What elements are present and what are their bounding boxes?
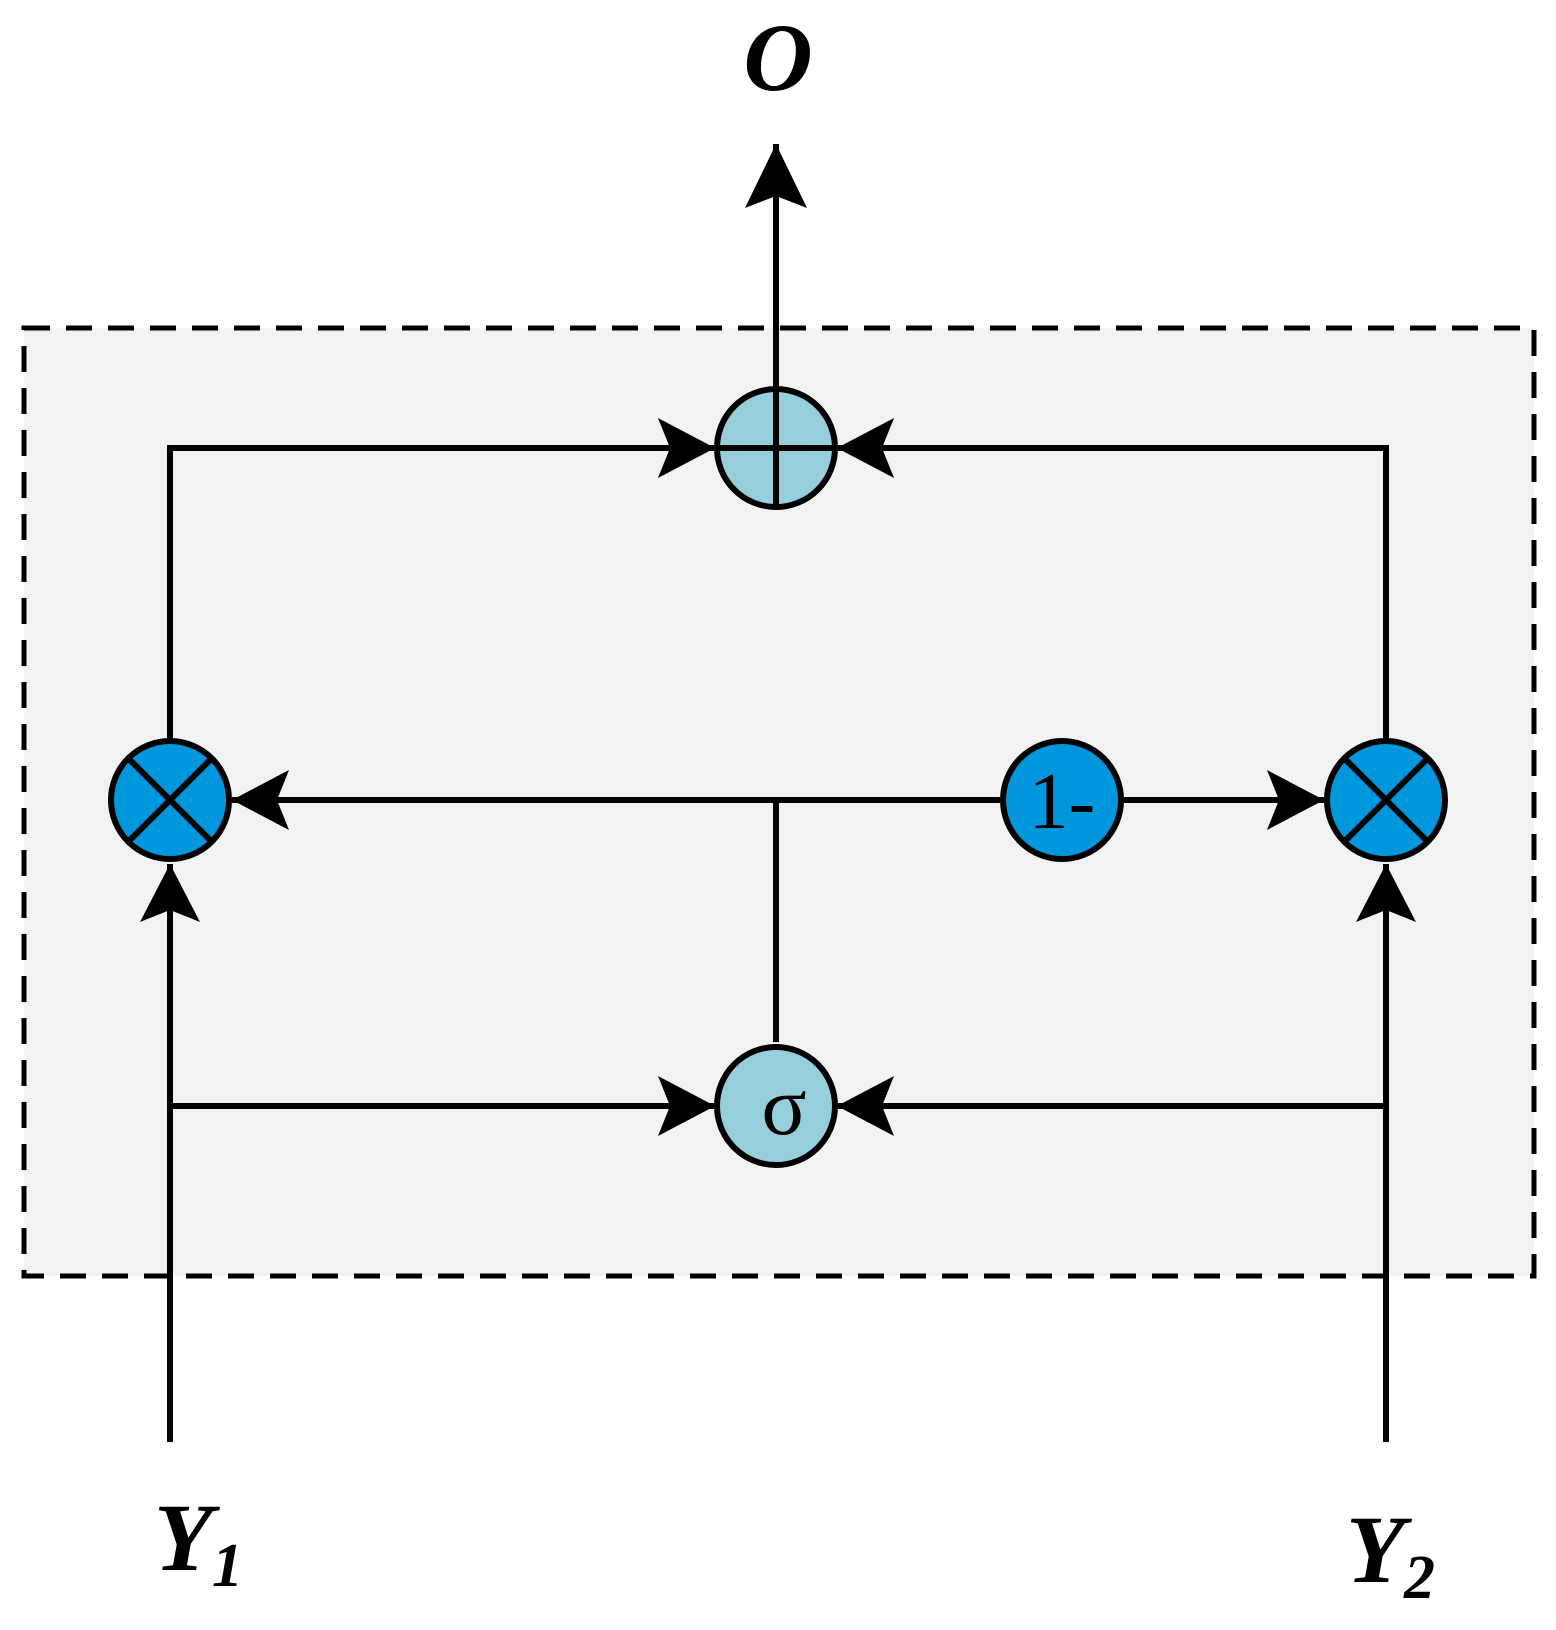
input2-label: Y 2 <box>1346 1496 1435 1612</box>
output-arrowhead <box>745 144 807 208</box>
right-to-sum-arrowhead <box>837 418 894 478</box>
input1-label-sub: 1 <box>212 1532 243 1600</box>
input1-arrowhead <box>140 864 200 922</box>
output-label: O <box>743 4 812 111</box>
sigma-node: σ <box>714 1044 838 1168</box>
input2-label-main: Y <box>1346 1496 1412 1603</box>
input1-label: Y 1 <box>154 1484 243 1600</box>
gate-to-left-multiply-arrowhead <box>232 770 289 830</box>
right-to-sum-line <box>837 445 1389 738</box>
input1-to-sigma-arrowhead <box>658 1076 715 1136</box>
one-minus-label: 1- <box>1029 758 1096 846</box>
input2-arrowhead <box>1356 864 1416 922</box>
sigma-label: σ <box>761 1060 806 1153</box>
circled-plus-icon <box>714 386 838 510</box>
input2-to-sigma-arrowhead <box>837 1076 894 1136</box>
one-minus-to-right-multiply-arrowhead <box>1267 770 1324 830</box>
circled-times-icon <box>108 738 232 862</box>
left-to-sum-line <box>167 445 715 738</box>
input2-label-sub: 2 <box>1403 1544 1435 1612</box>
input1-label-main: Y <box>154 1484 220 1591</box>
one-minus-node: 1- <box>1000 738 1124 862</box>
left-to-sum-arrowhead <box>658 418 715 478</box>
circled-times-icon <box>1324 738 1448 862</box>
